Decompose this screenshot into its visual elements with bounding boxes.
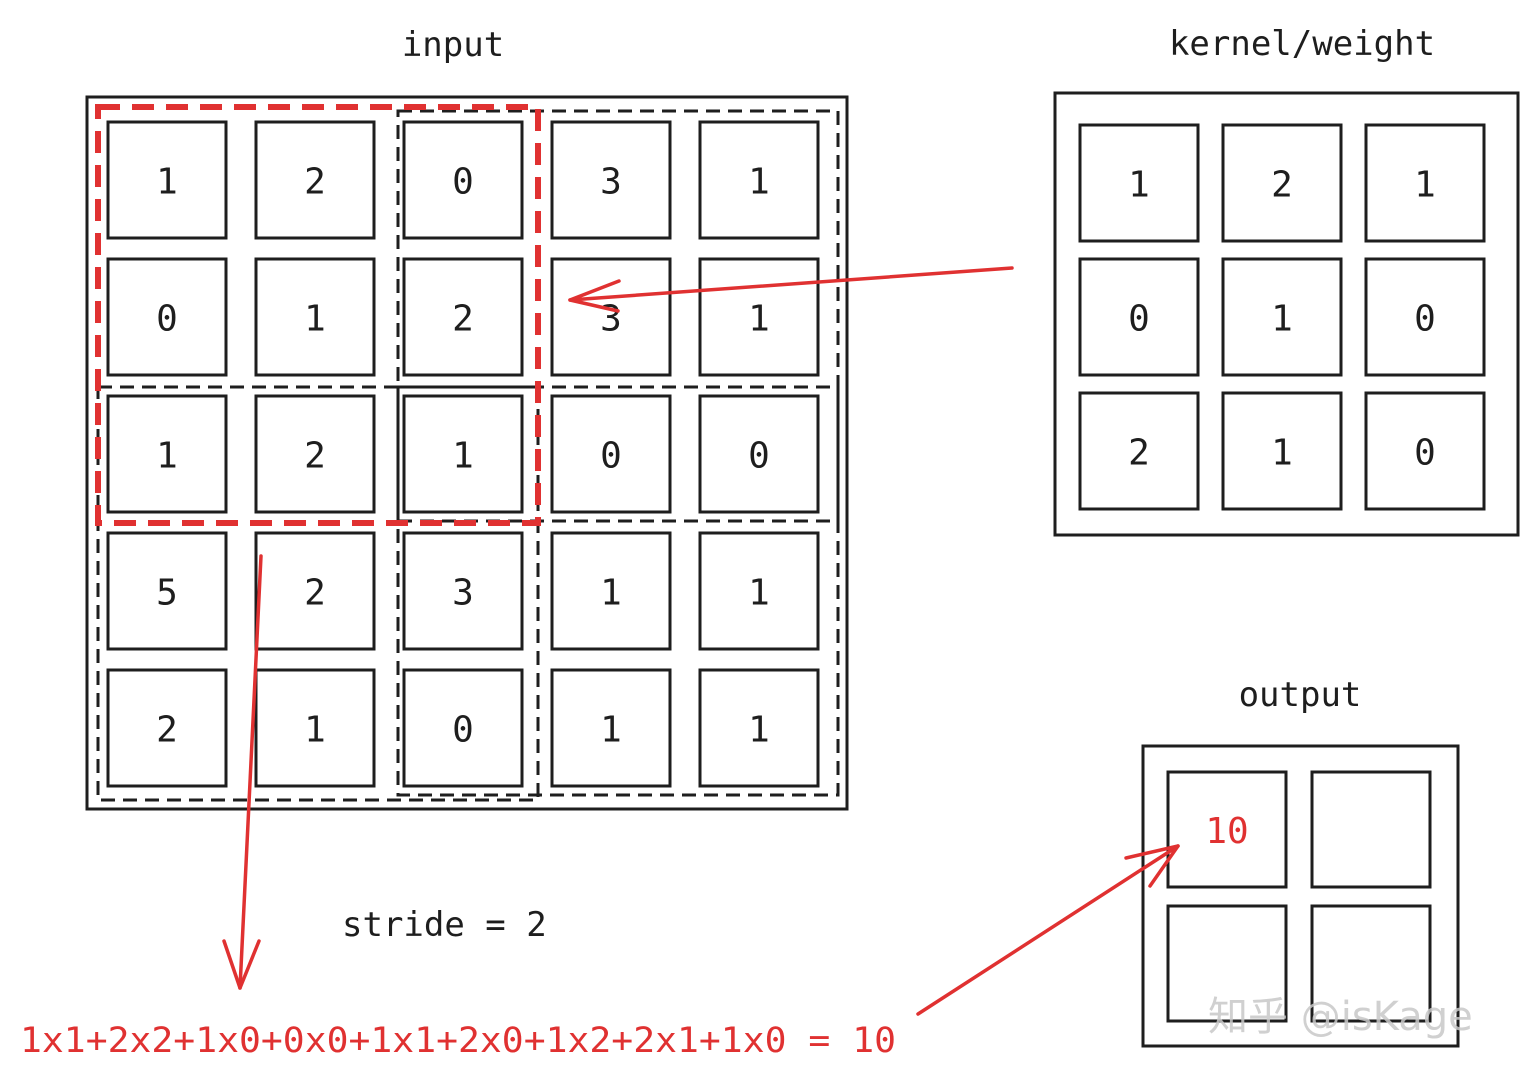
input-cell-2-1	[254, 394, 376, 514]
input-value-2-3: 0	[600, 436, 622, 477]
window-bottom-right	[396, 385, 840, 797]
input-cell-3-1	[254, 531, 376, 651]
kernel-cell-0-2	[1364, 123, 1486, 243]
input-cell-3-3	[550, 531, 672, 651]
kernel-value-0-0: 1	[1128, 165, 1150, 206]
kernel-cell-0-0	[1078, 123, 1200, 243]
input-cell-2-3	[550, 394, 672, 514]
input-value-0-4: 1	[748, 162, 770, 203]
input-value-4-0: 2	[156, 710, 178, 751]
kernel-cell-1-2	[1364, 257, 1486, 377]
input-cell-1-2	[402, 257, 524, 377]
input-value-0-2: 0	[452, 162, 474, 203]
input-frame	[85, 95, 849, 811]
kernel-cell-2-2	[1364, 391, 1486, 511]
kernel-grid: 1 2 1 0 1 0 2 1 0	[1078, 123, 1486, 511]
input-value-4-3: 1	[600, 710, 622, 751]
input-cell-1-0	[106, 257, 228, 377]
input-cell-4-2	[402, 668, 524, 788]
input-value-2-1: 2	[304, 436, 326, 477]
stride-label: stride = 2	[342, 905, 547, 945]
input-cell-1-1	[254, 257, 376, 377]
output-cell-0-1	[1310, 770, 1432, 889]
input-cell-1-4	[698, 257, 820, 377]
input-value-2-2: 1	[452, 436, 474, 477]
input-cell-4-4	[698, 668, 820, 788]
input-value-4-2: 0	[452, 710, 474, 751]
input-cell-0-0	[106, 120, 228, 240]
input-cell-3-4	[698, 531, 820, 651]
input-cell-1-3	[550, 257, 672, 377]
input-cell-0-4	[698, 120, 820, 240]
output-cell-0-0	[1166, 770, 1288, 889]
input-value-3-3: 1	[600, 573, 622, 614]
input-value-1-0: 0	[156, 299, 178, 340]
kernel-value-1-2: 0	[1414, 299, 1436, 340]
input-grid: 1 2 0 3 1 0 1 2 3 1 1 2 1 0 0 5 2 3 1 1 2 1 0 1 1	[106, 120, 820, 788]
input-value-1-4: 1	[748, 299, 770, 340]
input-value-3-1: 2	[304, 573, 326, 614]
kernel-value-0-1: 2	[1271, 165, 1293, 206]
input-value-1-2: 2	[452, 299, 474, 340]
kernel-cell-2-0	[1078, 391, 1200, 511]
input-value-2-4: 0	[748, 436, 770, 477]
kernel-value-2-2: 0	[1414, 433, 1436, 474]
input-cell-0-2	[402, 120, 524, 240]
window-to-formula-arrow	[222, 554, 263, 990]
kernel-title: kernel/weight	[1169, 24, 1435, 64]
kernel-cell-1-0	[1078, 257, 1200, 377]
input-cell-4-1	[254, 668, 376, 788]
input-value-0-3: 3	[600, 162, 622, 203]
input-title: input	[402, 25, 504, 65]
kernel-cell-2-1	[1221, 391, 1343, 511]
window-outlines	[96, 109, 840, 802]
input-value-1-1: 1	[304, 299, 326, 340]
watermark: 知乎 @isKage	[1208, 994, 1473, 1040]
kernel-cell-1-1	[1221, 257, 1343, 377]
input-value-2-0: 1	[156, 436, 178, 477]
kernel-frame	[1053, 91, 1520, 537]
input-value-3-2: 3	[452, 573, 474, 614]
output-value-0-0: 10	[1205, 811, 1248, 852]
output-cell-1-0	[1166, 904, 1288, 1023]
kernel-value-2-1: 1	[1271, 433, 1293, 474]
output-title: output	[1239, 675, 1362, 715]
input-value-0-0: 1	[156, 162, 178, 203]
convolution-formula: 1x1+2x2+1x0+0x0+1x1+2x0+1x2+2x1+1x0 = 10	[20, 1021, 896, 1061]
input-value-4-1: 1	[304, 710, 326, 751]
output-cell-1-1	[1310, 904, 1432, 1023]
active-window	[95, 104, 541, 526]
input-cell-0-1	[254, 120, 376, 240]
kernel-value-1-0: 0	[1128, 299, 1150, 340]
output-grid: 10	[1166, 770, 1432, 1023]
input-value-3-4: 1	[748, 573, 770, 614]
window-bottom-left	[96, 385, 540, 802]
input-cell-3-2	[402, 531, 524, 651]
kernel-value-0-2: 1	[1414, 165, 1436, 206]
input-cell-3-0	[106, 531, 228, 651]
input-cell-2-0	[106, 394, 228, 514]
input-value-1-3: 3	[600, 299, 622, 340]
input-cell-2-2	[402, 394, 524, 514]
formula-to-output-arrow	[916, 844, 1180, 1016]
input-cell-4-3	[550, 668, 672, 788]
input-cell-0-3	[550, 120, 672, 240]
input-value-3-0: 5	[156, 573, 178, 614]
kernel-to-window-arrow	[568, 266, 1014, 313]
input-value-0-1: 2	[304, 162, 326, 203]
kernel-cell-0-1	[1221, 123, 1343, 243]
input-cell-2-4	[698, 394, 820, 514]
output-frame	[1141, 744, 1460, 1048]
kernel-value-2-0: 2	[1128, 433, 1150, 474]
kernel-value-1-1: 1	[1271, 299, 1293, 340]
input-cell-4-0	[106, 668, 228, 788]
window-top-right	[396, 109, 840, 523]
input-value-4-4: 1	[748, 710, 770, 751]
